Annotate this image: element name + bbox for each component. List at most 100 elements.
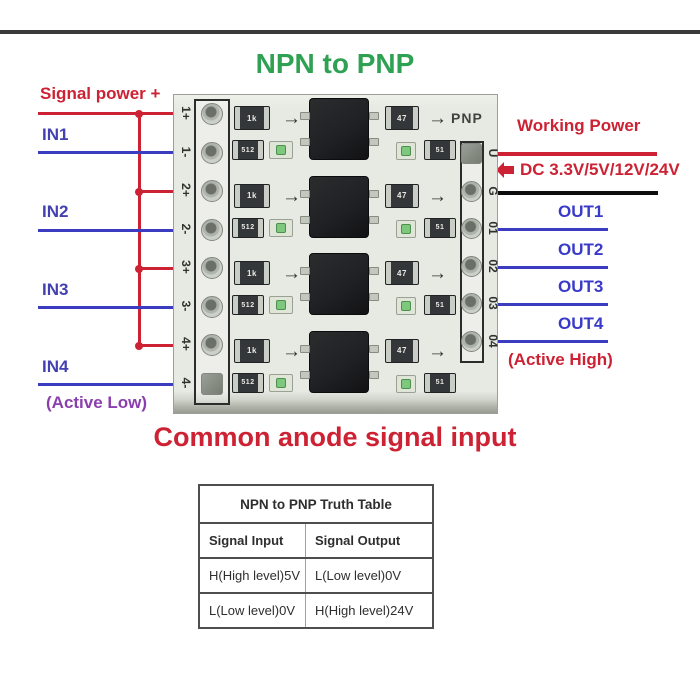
smd-resistor: 47 [385, 183, 419, 208]
chip-leg [369, 138, 379, 146]
indicator-led [269, 373, 293, 392]
smd-resistor: 1k [234, 338, 270, 363]
smd-resistor: 51 [424, 372, 456, 393]
signal-direction-arrow: → [282, 340, 301, 362]
smd-resistor: 1k [234, 183, 270, 208]
truth-table-row: H(High level)5V L(Low level)0V [200, 559, 432, 594]
input-pin-label: 1- [179, 146, 193, 157]
output-pin-02 [461, 255, 482, 277]
chip-leg [369, 215, 379, 224]
truth-table-row: L(Low level)0V H(High level)24V [200, 594, 432, 627]
truth-table: NPN to PNP Truth Table Signal Input Sign… [198, 484, 434, 629]
signal-direction-arrow: → [428, 185, 447, 207]
indicator-led [269, 296, 293, 314]
input-pin-2+ [201, 180, 223, 203]
chip-leg [300, 189, 310, 198]
input-pin-label: 3+ [179, 260, 193, 275]
active-high-note: (Active High) [508, 350, 613, 369]
ground-line [471, 191, 658, 195]
output-label-out2: OUT2 [558, 240, 604, 259]
smd-resistor: 47 [385, 338, 419, 363]
indicator-led [396, 374, 416, 393]
chip-leg [300, 215, 310, 224]
smd-resistor: 512 [232, 295, 264, 315]
indicator-led [269, 141, 293, 159]
truth-table-cell: L(Low level)0V [200, 594, 306, 627]
output-label-out4: OUT4 [558, 314, 604, 333]
input-pin-label: 3- [179, 300, 193, 312]
signal-power-label: Signal power + [40, 84, 161, 103]
indicator-led [396, 297, 416, 315]
truth-table-title: NPN to PNP Truth Table [200, 486, 432, 524]
chip-leg [300, 138, 310, 146]
input-label-in1: IN1 [42, 125, 69, 144]
output-pin-label: G [486, 185, 500, 196]
input-pin-3+ [201, 257, 223, 280]
chip-leg [300, 112, 310, 120]
input-pin-1- [201, 141, 223, 164]
chip-leg [369, 267, 379, 275]
bus-junction-dot [135, 110, 143, 118]
indicator-led [396, 142, 416, 160]
input-label-in3: IN3 [42, 280, 69, 299]
page-title: NPN to PNP [255, 48, 415, 79]
input-line-in1 [38, 151, 209, 154]
optocoupler-chip [309, 98, 369, 160]
input-line-in2 [38, 229, 209, 232]
chip-leg [369, 112, 379, 120]
input-pin-label: 2- [179, 223, 193, 235]
smd-resistor: 51 [424, 140, 456, 160]
smd-resistor: 512 [232, 372, 264, 393]
signal-direction-arrow: → [282, 263, 301, 284]
output-label-out1: OUT1 [558, 202, 604, 221]
output-pin-label: 03 [486, 296, 500, 311]
caption-common-anode: Common anode signal input [153, 422, 517, 452]
truth-table-cell: H(High level)24V [315, 603, 414, 618]
smd-resistor: 1k [234, 106, 270, 130]
smd-resistor: 47 [385, 261, 419, 285]
output-pin-label: 01 [486, 221, 500, 235]
input-pin-4+ [201, 334, 223, 357]
output-line-out1 [471, 228, 608, 231]
optocoupler-chip [309, 175, 369, 238]
pnp-silkscreen-label: PNP [451, 110, 483, 126]
input-pin-3- [201, 295, 223, 318]
output-pin-strip [460, 141, 484, 363]
optocoupler-chip [309, 253, 369, 315]
chip-leg [369, 370, 379, 379]
output-label-out3: OUT3 [558, 277, 604, 296]
smd-resistor: 512 [232, 217, 264, 238]
input-pin-2- [201, 218, 223, 241]
chip-leg [300, 370, 310, 379]
output-pin-G [461, 180, 482, 202]
input-pin-label: 2+ [179, 183, 193, 197]
truth-table-col-input: Signal Input [200, 524, 306, 557]
signal-direction-arrow: → [428, 108, 447, 129]
chip-leg [300, 344, 310, 353]
input-line-in4 [38, 383, 209, 386]
output-pin-label: 02 [486, 259, 500, 273]
working-power-label: Working Power [517, 116, 641, 135]
output-line-out4 [471, 340, 608, 343]
truth-table-header-row: Signal Input Signal Output [200, 524, 432, 559]
chip-leg [369, 293, 379, 301]
output-pin-04 [461, 331, 482, 352]
smd-resistor: 512 [232, 140, 264, 160]
bus-junction-dot [135, 265, 143, 273]
indicator-led [396, 219, 416, 238]
chip-leg [369, 344, 379, 353]
signal-power-line [38, 112, 209, 115]
output-pin-03 [461, 293, 482, 315]
bus-junction-dot [135, 188, 143, 196]
working-power-line [471, 152, 657, 156]
chip-leg [369, 189, 379, 198]
smd-resistor: 1k [234, 261, 270, 285]
indicator-led [269, 218, 293, 237]
truth-table-cell: H(High level)5V [200, 559, 306, 592]
output-pin-01 [461, 218, 482, 240]
input-pin-label: 1+ [179, 106, 193, 120]
truth-table-col-output: Signal Output [315, 533, 401, 548]
signal-direction-arrow: → [282, 185, 301, 207]
left-arrow-icon [496, 162, 514, 183]
